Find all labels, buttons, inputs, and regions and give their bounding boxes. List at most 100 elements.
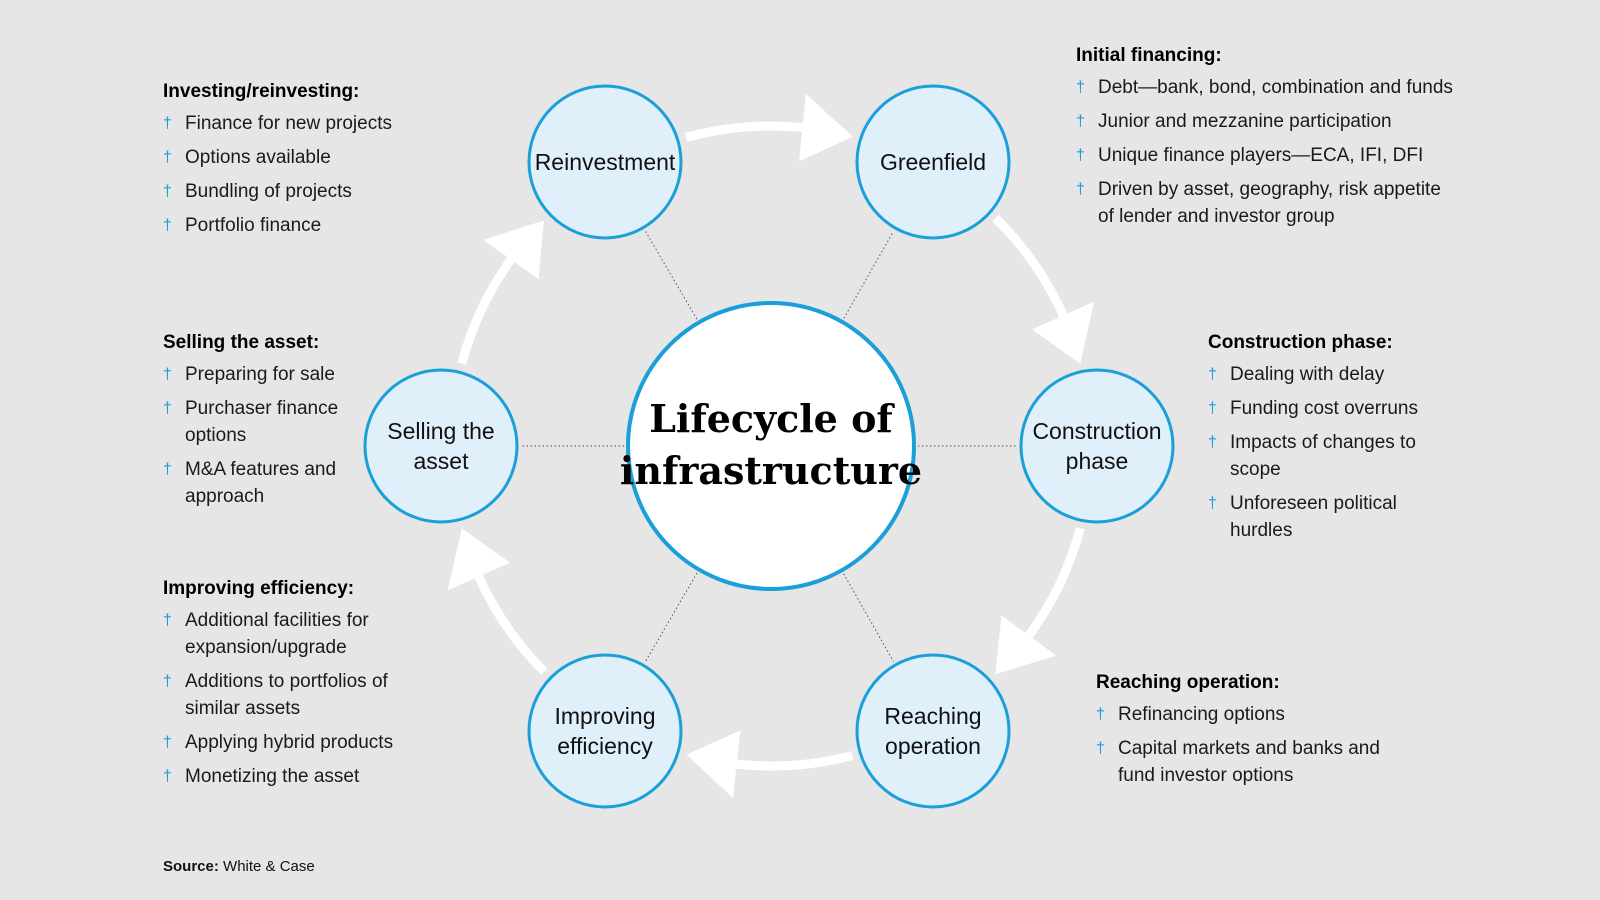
- dagger-bullet-icon: †: [163, 115, 172, 132]
- center-title-line-1: Lifecycle of: [649, 396, 895, 441]
- panel-heading: Construction phase:: [1208, 332, 1393, 353]
- list-item: † Additions to portfolios of similar asse…: [163, 668, 423, 722]
- source-label: Source:: [163, 858, 219, 875]
- node-reinvestment: Reinvestment: [527, 84, 683, 240]
- list-item-text: Impacts of changes to scope: [1230, 432, 1416, 480]
- list-item-text: Preparing for sale: [185, 364, 335, 385]
- dagger-bullet-icon: †: [163, 400, 172, 417]
- node-label: Greenfield: [880, 149, 986, 175]
- list-item: †Dealing with delay: [1208, 361, 1458, 388]
- dagger-bullet-icon: †: [163, 217, 172, 234]
- panel-selling: Selling the asset: † Preparing for sale † P…: [163, 331, 363, 517]
- center-circle: Lifecycle of infrastructure: [620, 301, 922, 591]
- panel-improving: Improving efficiency: † Additional facili…: [163, 577, 423, 797]
- node-label: Improving: [555, 703, 656, 729]
- list-item-text: Options available: [185, 147, 331, 168]
- node-label: Construction: [1032, 418, 1161, 444]
- cycle-arrows: [447, 93, 1095, 798]
- list-item-text: Bundling of projects: [185, 181, 352, 202]
- list-item-text: Finance for new projects: [185, 113, 392, 134]
- dotted-connector: [843, 573, 894, 662]
- dotted-connector: [843, 231, 894, 319]
- arrowhead-icon: [1032, 301, 1095, 364]
- dagger-bullet-icon: †: [1208, 366, 1217, 383]
- list-item: † Finance for new projects: [163, 110, 443, 137]
- panel-heading: Improving efficiency:: [163, 578, 355, 599]
- list-item-text: Driven by asset, geography, risk appetit…: [1098, 179, 1441, 227]
- cycle-arrow-shaft: [684, 121, 803, 142]
- panel-construction: Construction phase: †Dealing with delay†…: [1208, 331, 1458, 551]
- list-item: † Portfolio finance: [163, 212, 443, 239]
- panel-heading: Selling the asset:: [163, 332, 320, 353]
- list-item: † Funding cost overruns: [1208, 395, 1458, 422]
- dagger-bullet-icon: †: [1076, 147, 1085, 164]
- cycle-arrow-shaft: [457, 256, 515, 365]
- panel-reaching: Reaching operation: †Refinancing options…: [1096, 671, 1406, 796]
- dotted-connectors: [521, 230, 1017, 663]
- list-item-text: Portfolio finance: [185, 215, 322, 236]
- list-item: † Purchaser finance options: [163, 395, 363, 449]
- list-item-text: Purchaser finance options: [185, 398, 339, 446]
- list-item-text: Refinancing options: [1118, 704, 1285, 725]
- arrowhead-icon: [799, 93, 853, 162]
- list-item-text: M&A features and approach: [185, 459, 337, 507]
- dagger-bullet-icon: †: [1076, 181, 1085, 198]
- list-item: † Unique finance players—ECA, IFI, DFI: [1076, 142, 1456, 169]
- dagger-bullet-icon: †: [1076, 113, 1085, 130]
- node-circle: [855, 653, 1011, 809]
- dotted-connector: [644, 230, 698, 320]
- node-label: phase: [1066, 448, 1129, 474]
- list-item-text: Monetizing the asset: [185, 766, 360, 787]
- node-label: asset: [414, 448, 470, 474]
- list-item: † Refinancing options: [1096, 701, 1406, 728]
- node-circle: [527, 653, 683, 809]
- dagger-bullet-icon: †: [1096, 740, 1105, 757]
- dagger-bullet-icon: †: [163, 183, 172, 200]
- panel-heading: Investing/reinvesting:: [163, 81, 360, 102]
- panel-list: † Debt—bank, bond, combination and funds †…: [1076, 74, 1456, 230]
- arrowhead-icon: [447, 528, 510, 591]
- node-improving: Improving efficiency: [527, 653, 683, 809]
- dagger-bullet-icon: †: [163, 673, 172, 690]
- node-selling: Selling the asset: [363, 368, 519, 524]
- node-label: Reinvestment: [535, 149, 676, 175]
- list-item: † Monetizing the asset: [163, 763, 423, 790]
- list-item-text: Funding cost overruns: [1230, 398, 1418, 419]
- node-label: Selling the: [387, 418, 494, 444]
- node-circle: [855, 84, 1011, 240]
- cycle-arrow-shaft: [1025, 527, 1085, 639]
- dagger-bullet-icon: †: [163, 461, 172, 478]
- node-circle: [1019, 368, 1175, 524]
- arrowhead-icon: [995, 615, 1057, 675]
- dagger-bullet-icon: †: [163, 366, 172, 383]
- arrowhead-icon: [483, 220, 544, 280]
- cycle-arrow-shaft: [736, 751, 854, 771]
- node-label: Reaching: [884, 703, 981, 729]
- list-item-text: Applying hybrid products: [185, 732, 394, 753]
- list-item: † Additional facilities for expansion/upg…: [163, 607, 423, 661]
- panel-list: †Refinancing options†Capital markets and…: [1096, 701, 1406, 789]
- dagger-bullet-icon: †: [1096, 706, 1105, 723]
- dagger-bullet-icon: †: [1208, 495, 1217, 512]
- list-item-text: Additional facilities for expansion/upgr…: [185, 610, 369, 658]
- dagger-bullet-icon: †: [1208, 400, 1217, 417]
- panel-investing: Investing/reinvesting: † Finance for new …: [163, 80, 443, 246]
- list-item-text: Debt—bank, bond, combination and funds: [1098, 77, 1453, 98]
- list-item-text: Additions to portfolios of similar asset…: [185, 671, 388, 719]
- cycle-arrow-shaft: [992, 214, 1068, 318]
- list-item: †Applying hybrid products: [163, 729, 423, 756]
- dagger-bullet-icon: †: [163, 768, 172, 785]
- center-title-line-2: infrastructure: [620, 448, 922, 493]
- panel-heading: Initial financing:: [1076, 45, 1222, 66]
- list-item-text: Unique finance players—ECA, IFI, DFI: [1098, 145, 1424, 166]
- dagger-bullet-icon: †: [163, 612, 172, 629]
- source-note: Source: White & Case: [163, 858, 315, 875]
- dagger-bullet-icon: †: [1076, 79, 1085, 96]
- node-label: efficiency: [557, 733, 653, 759]
- source-value: White & Case: [223, 858, 315, 875]
- dagger-bullet-icon: †: [1208, 434, 1217, 451]
- list-item-text: Junior and mezzanine participation: [1098, 111, 1392, 132]
- node-construction: Construction phase: [1019, 368, 1175, 524]
- list-item: † Impacts of changes to scope: [1208, 429, 1458, 483]
